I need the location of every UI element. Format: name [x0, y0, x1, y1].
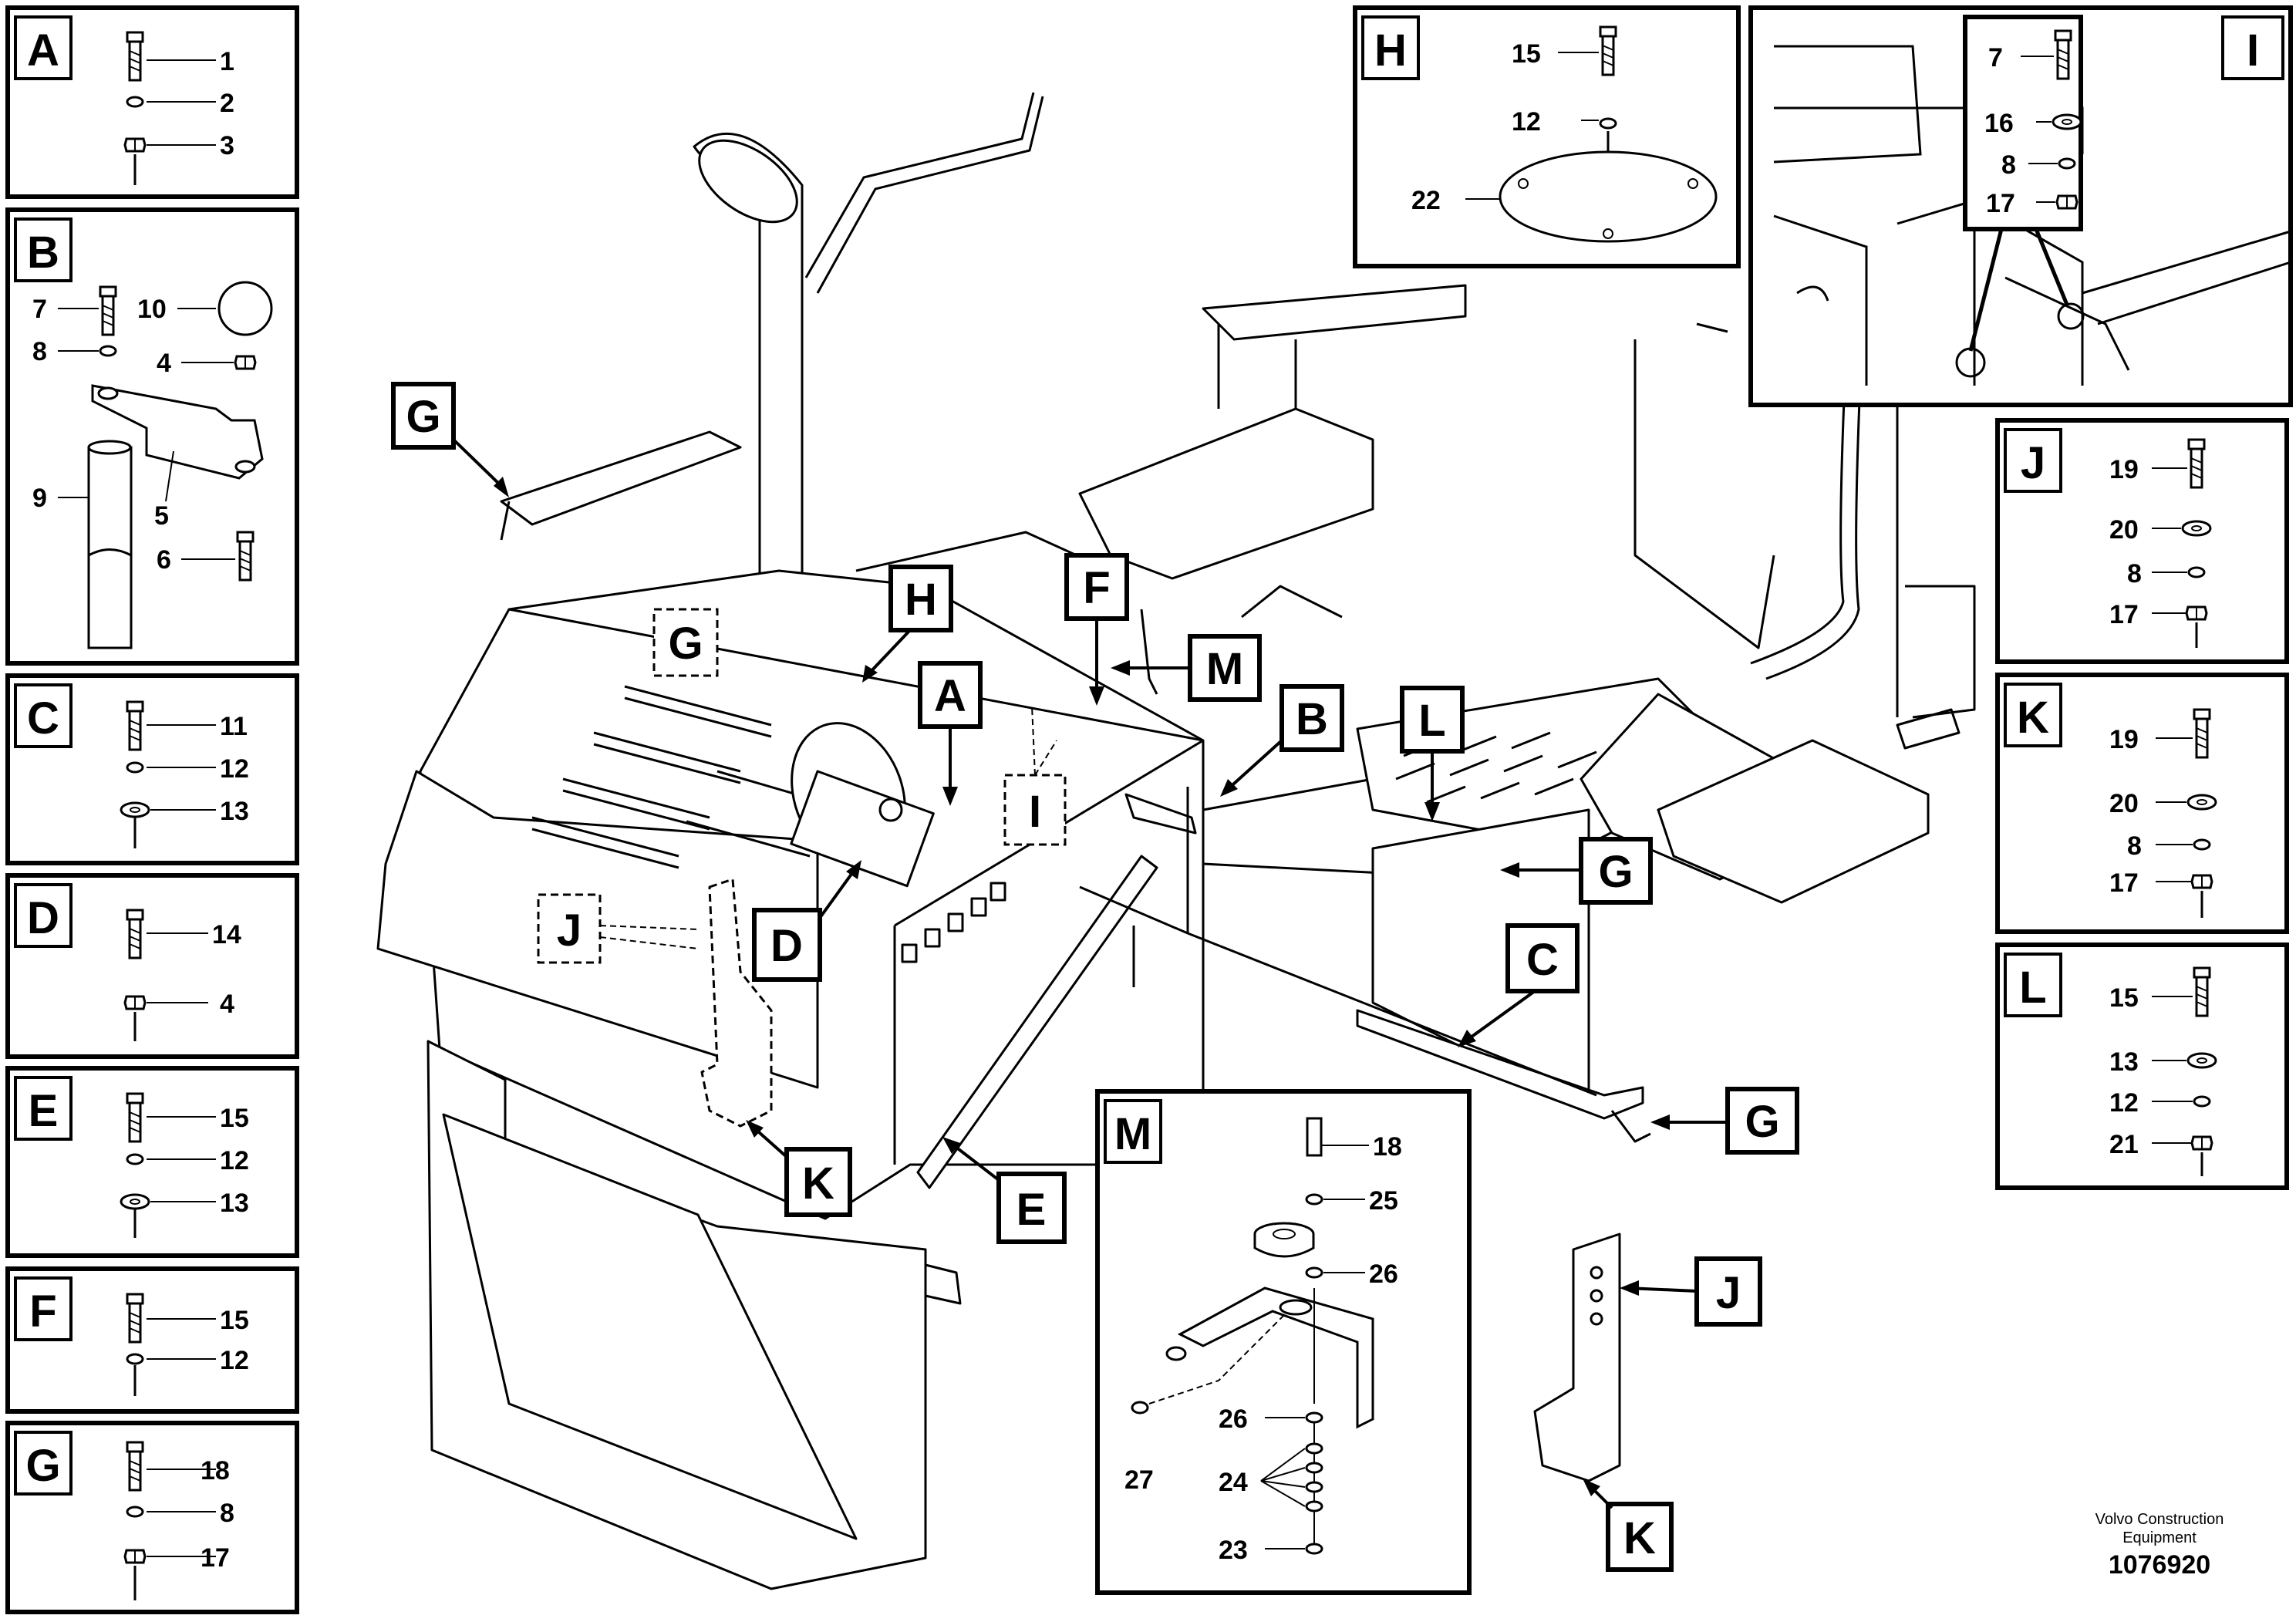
callout-label: G	[1745, 1097, 1779, 1147]
part-number: 10	[137, 295, 167, 324]
part-number: 15	[1512, 39, 1541, 69]
part-number: 18	[1373, 1132, 1402, 1162]
part-number: 20	[2109, 515, 2139, 545]
part-number: 18	[201, 1456, 230, 1485]
part-number: 4	[157, 349, 171, 378]
part-number: 8	[32, 337, 47, 366]
legend-letter: A	[27, 25, 59, 76]
part-number: 1	[220, 47, 234, 76]
legend-letter: K	[2017, 693, 2049, 743]
part-number: 13	[2109, 1047, 2139, 1077]
legend-letter: G	[25, 1441, 60, 1491]
legend-letter: H	[1374, 25, 1407, 76]
part-number: 12	[2109, 1088, 2139, 1118]
part-number: 8	[2127, 831, 2142, 861]
part-number: 17	[2109, 868, 2139, 898]
callout-label: C	[1526, 935, 1559, 985]
part-number: 17	[1986, 189, 2015, 218]
part-number: 23	[1219, 1536, 1248, 1565]
legend-box-d: D 14 4	[5, 873, 299, 1059]
callout-label: F	[1083, 563, 1110, 613]
part-number: 15	[2109, 983, 2139, 1013]
legend-letter: E	[29, 1086, 59, 1136]
callout-label: G	[1598, 847, 1633, 897]
legend-box-g: G 18 8 17	[5, 1421, 299, 1614]
part-number: 11	[220, 712, 248, 741]
legend-box-m: M 18 25 26 27 26 24 23	[1095, 1089, 1472, 1595]
company-name: Volvo Construction	[2095, 1511, 2224, 1528]
part-number: 8	[2127, 559, 2142, 588]
part-number: 20	[2109, 789, 2139, 818]
part-number: 26	[1219, 1404, 1248, 1434]
callout-label: G	[668, 619, 703, 669]
callout-label: A	[934, 671, 966, 721]
drawing-number: 1076920	[2109, 1550, 2210, 1580]
part-number: 27	[1124, 1465, 1154, 1495]
part-number: 14	[212, 920, 241, 949]
part-number: 4	[220, 990, 234, 1019]
footer: Volvo Construction Equipment 1076920	[2095, 1511, 2224, 1580]
callout-label: G	[406, 392, 440, 442]
callout-label: E	[1017, 1185, 1047, 1235]
callout-label: H	[905, 575, 937, 625]
part-number: 12	[220, 1346, 249, 1375]
callout-label: K	[1623, 1513, 1656, 1563]
legend-letter: L	[2019, 963, 2046, 1013]
callout-label: M	[1206, 644, 1243, 694]
callout-label: J	[1716, 1268, 1741, 1318]
legend-box-e: E 15 12 13	[5, 1066, 299, 1258]
part-number: 13	[220, 797, 249, 826]
part-number: 7	[1988, 43, 2003, 73]
legend-letter: B	[27, 228, 59, 278]
part-number: 17	[2109, 600, 2139, 629]
legend-letter: C	[27, 693, 59, 744]
callout-label: I	[1029, 787, 1041, 837]
part-number: 19	[2109, 455, 2139, 484]
legend-letter: J	[2021, 438, 2045, 488]
part-number: 12	[1512, 107, 1541, 137]
part-number: 7	[32, 295, 47, 324]
part-number: 12	[220, 1146, 249, 1175]
part-number: 21	[2109, 1130, 2139, 1159]
legend-letter: D	[27, 893, 59, 943]
part-number: 5	[154, 501, 169, 531]
part-number: 6	[157, 545, 171, 575]
part-number: 13	[220, 1189, 249, 1218]
part-number: 25	[1369, 1186, 1398, 1216]
part-number: 22	[1411, 186, 1441, 215]
part-number: 24	[1219, 1468, 1248, 1497]
legend-box-c: C 11 12 13	[5, 673, 299, 865]
legend-box-a: A 1 2 3	[5, 5, 299, 199]
part-number: 12	[220, 754, 249, 784]
legend-letter: M	[1114, 1109, 1151, 1159]
part-number: 8	[2001, 150, 2016, 180]
part-number: 15	[220, 1104, 249, 1133]
legend-box-j: J 19 20 8 17	[1995, 418, 2289, 664]
part-number: 15	[220, 1306, 249, 1335]
callouts: G H A F M B L G	[391, 382, 1799, 1572]
part-number: 9	[32, 484, 47, 513]
legend-box-i: I 7 16 8 17	[1748, 5, 2293, 407]
part-number: 3	[220, 131, 234, 160]
callout-label: J	[557, 905, 582, 956]
callout-label: K	[802, 1158, 834, 1209]
part-number: 26	[1369, 1259, 1398, 1289]
callout-label: D	[770, 921, 803, 971]
legend-box-f: F 15 12	[5, 1266, 299, 1414]
legend-box-b: B 7 8 10 4 9 5 6	[5, 207, 299, 666]
part-number: 19	[2109, 725, 2139, 754]
legend-box-h: H 15 12 22	[1353, 5, 1741, 268]
legend-box-l: L 15 13 12 21	[1995, 943, 2289, 1190]
callout-label: B	[1296, 694, 1328, 744]
company-name-line2: Equipment	[2122, 1529, 2197, 1546]
callout-label: L	[1418, 696, 1445, 746]
legend-box-k: K 19 20 8 17	[1995, 673, 2289, 934]
part-number: 8	[220, 1499, 234, 1528]
legend-letter: F	[29, 1286, 56, 1337]
legend-letter: I	[2247, 25, 2259, 76]
part-number: 2	[220, 89, 234, 118]
part-number: 16	[1984, 109, 2014, 138]
part-number: 17	[201, 1543, 230, 1573]
